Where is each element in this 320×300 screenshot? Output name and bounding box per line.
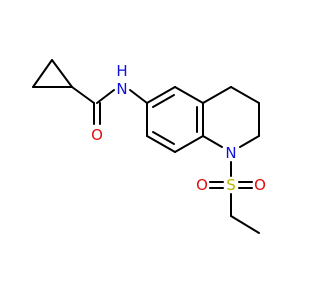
sulfonyl-double-bond-left <box>209 181 224 189</box>
bond <box>152 131 175 145</box>
bond <box>129 89 148 104</box>
sulfonyl-double-bond-right <box>238 181 253 189</box>
atom-label-s: S <box>226 176 236 194</box>
bond <box>32 59 53 88</box>
bond <box>230 86 260 104</box>
benzene-ring <box>146 86 204 153</box>
bond <box>174 135 204 153</box>
bond <box>146 86 176 104</box>
molecule-structure: H N O N S O O <box>32 59 266 234</box>
bond <box>239 135 260 148</box>
bond <box>202 86 232 104</box>
bond <box>230 215 260 234</box>
atom-label-o-sulfonyl-right: O <box>254 176 266 194</box>
saturated-ring <box>202 86 260 148</box>
bond <box>96 89 115 104</box>
atom-label-nh: H <box>116 62 127 80</box>
cyclopropane-ring <box>32 59 73 88</box>
bond <box>71 86 95 104</box>
atom-label-n-amide: N <box>116 80 127 98</box>
bond <box>202 135 223 148</box>
atom-label-o-sulfonyl-left: O <box>196 176 208 194</box>
bond <box>51 59 73 88</box>
bond <box>174 86 204 104</box>
atom-label-n-ring: N <box>225 144 236 162</box>
atom-label-o-carbonyl: O <box>91 126 103 144</box>
bond <box>146 135 176 153</box>
bond <box>152 94 175 108</box>
carbonyl-double-bond <box>93 102 101 125</box>
